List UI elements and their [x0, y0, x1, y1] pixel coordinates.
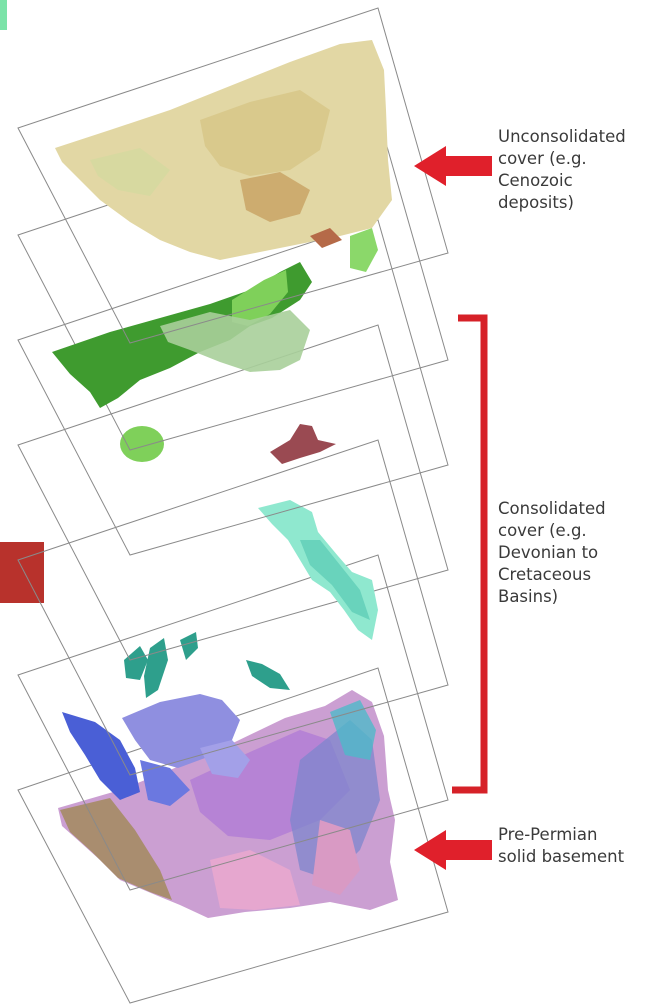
- label-line: cover (e.g.: [498, 148, 660, 170]
- label-unconsolidated-cover: Unconsolidated cover (e.g. Cenozoic depo…: [498, 126, 660, 214]
- layer-cenozoic: [18, 8, 448, 343]
- teal-basin: [180, 632, 198, 660]
- label-line: Unconsolidated: [498, 126, 660, 148]
- layer-maroon-basin: [18, 220, 448, 555]
- label-line: deposits): [498, 192, 660, 214]
- bracket-icon: [452, 318, 484, 790]
- label-line: Pre-Permian: [498, 824, 660, 846]
- maroon-basin: [270, 424, 336, 464]
- label-line: Consolidated: [498, 498, 660, 520]
- layer-frame: [18, 220, 448, 555]
- teal-basin: [246, 660, 290, 690]
- label-line: Cretaceous: [498, 564, 660, 586]
- teal-basin: [144, 638, 168, 698]
- label-line: Cenozoic: [498, 170, 660, 192]
- label-line: Devonian to: [498, 542, 660, 564]
- label-line: Basins): [498, 586, 660, 608]
- label-line: cover (e.g.: [498, 520, 660, 542]
- label-solid-basement: Pre-Permian solid basement: [498, 824, 660, 868]
- arrow-left-icon: [414, 146, 492, 186]
- green-basin-light: [350, 228, 378, 272]
- label-line: solid basement: [498, 846, 660, 868]
- label-consolidated-cover: Consolidated cover (e.g. Devonian to Cre…: [498, 498, 660, 608]
